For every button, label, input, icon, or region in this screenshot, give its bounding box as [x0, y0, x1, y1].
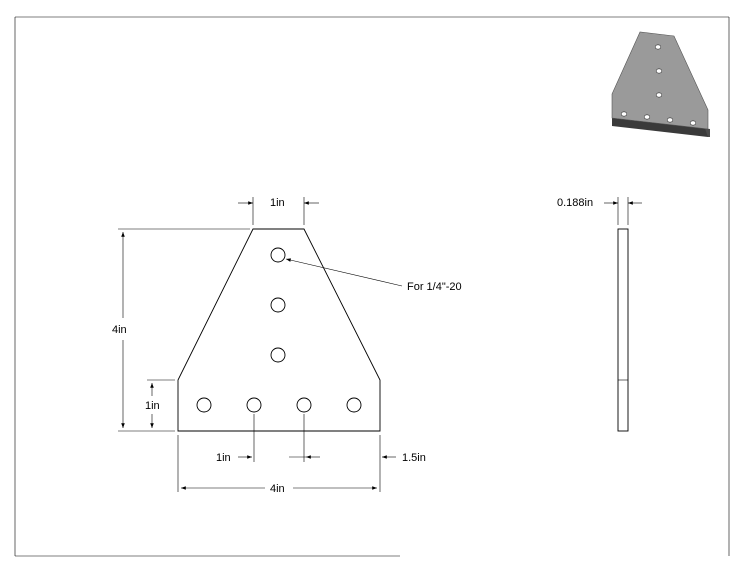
dim-label-edge-offset: 1.5in: [402, 452, 426, 464]
hole: [196, 397, 212, 413]
front-view: 1in 4in 1in 1in: [112, 197, 462, 495]
isometric-view: [611, 31, 710, 137]
plate-holes: [196, 247, 362, 413]
plate-outline: [177, 228, 381, 432]
hole: [270, 247, 286, 263]
dim-label-top-width: 1in: [270, 197, 285, 209]
hole: [346, 397, 362, 413]
dim-overall-width: 4in: [177, 435, 377, 495]
dim-label-overall-width: 4in: [270, 483, 285, 495]
hole: [246, 397, 262, 413]
dim-thickness: 0.188in: [557, 197, 642, 225]
dim-label-thickness: 0.188in: [557, 197, 593, 209]
dim-label-hole-height: 1in: [145, 400, 160, 412]
plate-edge-view: [617, 228, 629, 432]
hole: [270, 297, 286, 313]
iso-plate-edge: [612, 118, 710, 137]
dim-label-height: 4in: [112, 324, 127, 336]
hole: [296, 397, 312, 413]
iso-holes: [620, 44, 697, 126]
side-view: 0.188in: [557, 197, 642, 432]
dim-height: 4in: [112, 228, 250, 432]
dim-label-hole-spacing: 1in: [216, 452, 231, 464]
callout-label: For 1/4"-20: [407, 281, 462, 293]
dim-top-width: 1in: [238, 197, 319, 225]
dim-edge-offset: 1.5in: [379, 435, 426, 492]
drawing-border: [14, 16, 730, 557]
dim-hole-spacing: 1in: [216, 414, 320, 464]
dim-hole-height: 1in: [145, 379, 175, 428]
hole-callout: For 1/4"-20: [285, 258, 462, 293]
hole: [270, 347, 286, 363]
iso-plate-face: [611, 31, 709, 130]
